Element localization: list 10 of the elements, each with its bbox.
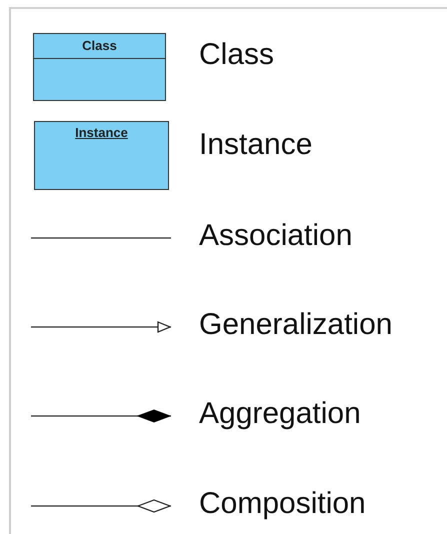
legend-label: Composition bbox=[199, 487, 366, 521]
legend-label: Generalization bbox=[199, 308, 392, 342]
class-box bbox=[33, 33, 166, 101]
class-name: Class bbox=[81, 38, 118, 53]
legend-label: Aggregation bbox=[199, 397, 361, 431]
legend-label: Instance bbox=[199, 128, 312, 162]
legend-label: Association bbox=[199, 219, 352, 253]
instance-name: Instance bbox=[74, 125, 129, 140]
instance-box bbox=[34, 121, 169, 190]
legend-label: Class bbox=[199, 38, 274, 72]
